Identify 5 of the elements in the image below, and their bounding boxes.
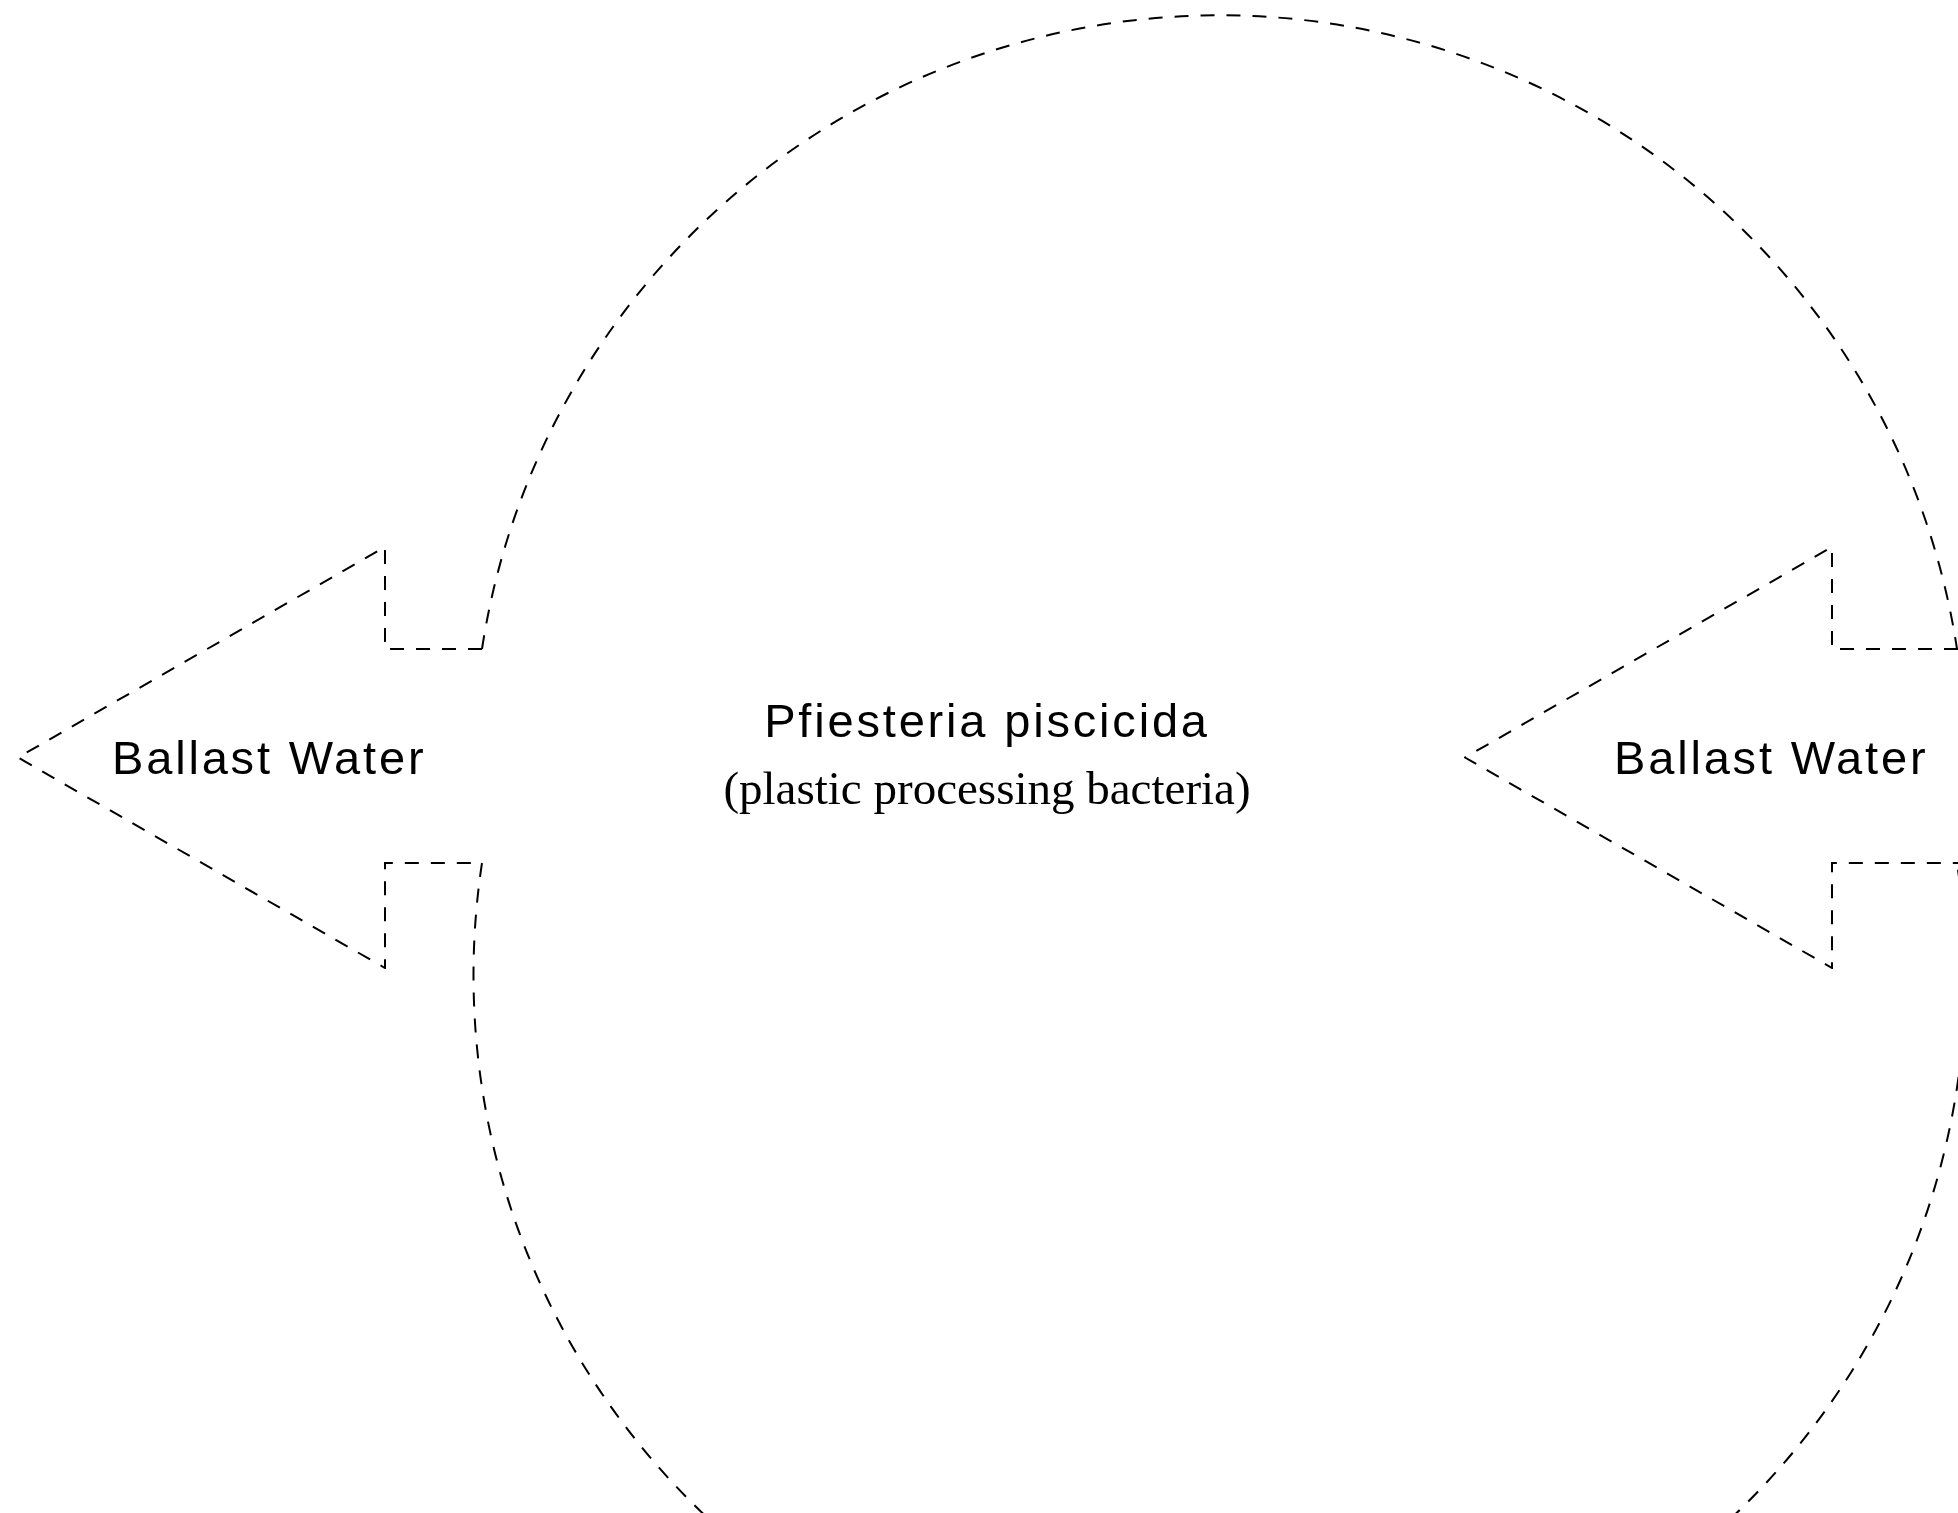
- arrow-label: Ballast Water: [112, 733, 427, 781]
- dashed-arc-connector: [481, 14, 1958, 650]
- dashed-arc-connector: [472, 862, 1958, 1513]
- organism-description: (plastic processing bacteria): [722, 765, 1252, 812]
- arrow-label: Ballast Water: [1614, 733, 1929, 781]
